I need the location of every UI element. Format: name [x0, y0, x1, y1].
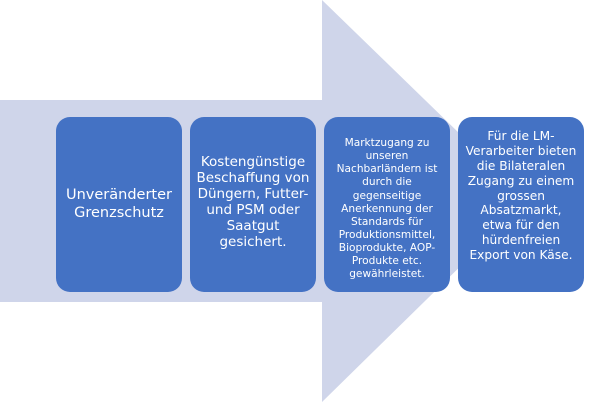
step-box-2: Kostengünstige Beschaffung von Düngern, … [190, 117, 316, 292]
step-text-3: Marktzugang zu unseren Nachbarländern is… [336, 137, 438, 281]
step-box-1: Unveränderter Grenzschutz [56, 117, 182, 292]
step-text-2: Kostengünstige Beschaffung von Düngern, … [196, 154, 310, 250]
step-text-4: Für die LM-Verarbeiter bieten die Bilate… [465, 129, 577, 262]
step-box-3: Marktzugang zu unseren Nachbarländern is… [324, 117, 450, 292]
step-text-1: Unveränderter Grenzschutz [66, 186, 172, 221]
step-box-4: Für die LM-Verarbeiter bieten die Bilate… [458, 117, 584, 292]
